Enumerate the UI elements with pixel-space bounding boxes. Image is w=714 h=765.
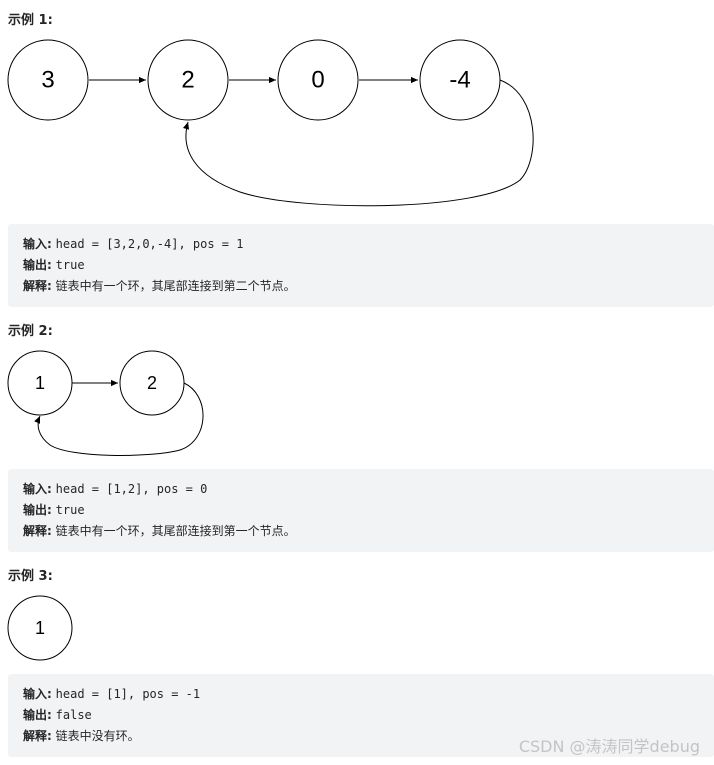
output-value: true — [55, 258, 85, 272]
example-1-code-block: 输入: head = [3,2,0,-4], pos = 1 输出: true … — [8, 224, 714, 307]
node-value: 1 — [35, 618, 45, 638]
explain-line: 解释: 链表中有一个环，其尾部连接到第二个节点。 — [23, 276, 714, 297]
example-3-heading: 示例 3: — [8, 569, 53, 584]
output-line: 输出: true — [23, 255, 714, 276]
input-line: 输入: head = [1,2], pos = 0 — [23, 479, 714, 500]
input-value: head = [1], pos = -1 — [55, 687, 201, 701]
output-label: 输出: — [23, 503, 52, 517]
list-node — [7, 350, 73, 416]
explain-line: 解释: 链表中没有环。 — [23, 726, 714, 747]
cycle-edge-tail-to-node-1 — [34, 382, 204, 456]
input-value: head = [1,2], pos = 0 — [55, 482, 208, 496]
explain-line: 解释: 链表中有一个环，其尾部连接到第一个节点。 — [23, 521, 714, 542]
node-value: 2 — [181, 67, 194, 94]
input-line: 输入: head = [3,2,0,-4], pos = 1 — [23, 234, 714, 255]
node-value: -4 — [449, 67, 470, 94]
list-node — [119, 350, 185, 416]
explain-value: 链表中有一个环，其尾部连接到第二个节点。 — [55, 279, 296, 293]
example-2-heading: 示例 2: — [8, 324, 53, 339]
node-value: 0 — [311, 67, 324, 94]
node-value: 2 — [147, 373, 157, 393]
list-node — [147, 39, 229, 121]
list-node — [7, 595, 73, 661]
explain-value: 链表中没有环。 — [55, 729, 140, 743]
output-line: 输出: true — [23, 500, 714, 521]
input-value: head = [3,2,0,-4], pos = 1 — [55, 237, 244, 251]
input-label: 输入: — [23, 237, 52, 251]
csdn-watermark: CSDN @涛涛同学debug — [518, 737, 700, 756]
explain-label: 解释: — [23, 524, 52, 538]
node-value: 1 — [35, 373, 45, 393]
output-value: false — [55, 708, 92, 722]
example-3-code-block: 输入: head = [1], pos = -1 输出: false 解释: 链… — [8, 674, 714, 757]
output-label: 输出: — [23, 708, 52, 722]
example-3-linked-list-diagram: 1 — [7, 595, 73, 661]
node-value: 3 — [41, 67, 54, 94]
cycle-edge-tail-to-node-2 — [182, 79, 534, 207]
example-1-heading: 示例 1: — [8, 13, 53, 28]
example-2-code-block: 输入: head = [1,2], pos = 0 输出: true 解释: 链… — [8, 469, 714, 552]
input-label: 输入: — [23, 482, 52, 496]
output-value: true — [55, 503, 85, 517]
output-label: 输出: — [23, 258, 52, 272]
explain-label: 解释: — [23, 729, 52, 743]
example-1-linked-list-diagram: 3 2 0 -4 — [7, 39, 534, 207]
list-node — [277, 39, 359, 121]
list-node — [419, 39, 501, 121]
explain-label: 解释: — [23, 279, 52, 293]
example-2-linked-list-diagram: 1 2 — [7, 350, 204, 456]
explain-value: 链表中有一个环，其尾部连接到第一个节点。 — [55, 524, 296, 538]
output-line: 输出: false — [23, 705, 714, 726]
input-line: 输入: head = [1], pos = -1 — [23, 684, 714, 705]
input-label: 输入: — [23, 687, 52, 701]
list-node — [7, 39, 89, 121]
